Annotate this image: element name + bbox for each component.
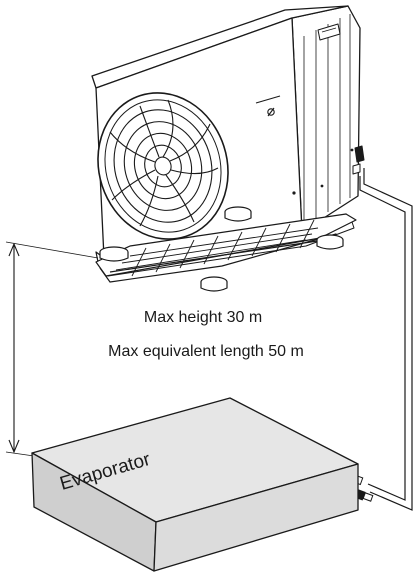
wall-bracket xyxy=(95,206,357,292)
unit-valve-lower xyxy=(352,163,361,175)
arrow-down-icon xyxy=(8,439,20,454)
unit-side-ribs xyxy=(303,14,351,226)
unit-screws xyxy=(292,148,354,195)
max-length-label: Max equivalent length 50 m xyxy=(108,343,304,360)
evaporator-unit xyxy=(31,397,359,572)
evaporator-side-face xyxy=(153,463,359,572)
refrigerant-pipes xyxy=(359,168,413,511)
height-dimension xyxy=(5,241,99,457)
dimension-extension-bottom xyxy=(5,451,35,457)
dimension-extension-top xyxy=(5,241,99,259)
brand-logo-icon xyxy=(255,95,281,117)
unit-handle xyxy=(317,23,341,41)
unit-valve-upper xyxy=(354,145,365,163)
fan-grille-icon xyxy=(109,99,219,227)
arrow-up-icon xyxy=(8,242,20,257)
max-height-label: Max height 30 m xyxy=(144,309,262,326)
bracket-feet xyxy=(99,206,344,292)
